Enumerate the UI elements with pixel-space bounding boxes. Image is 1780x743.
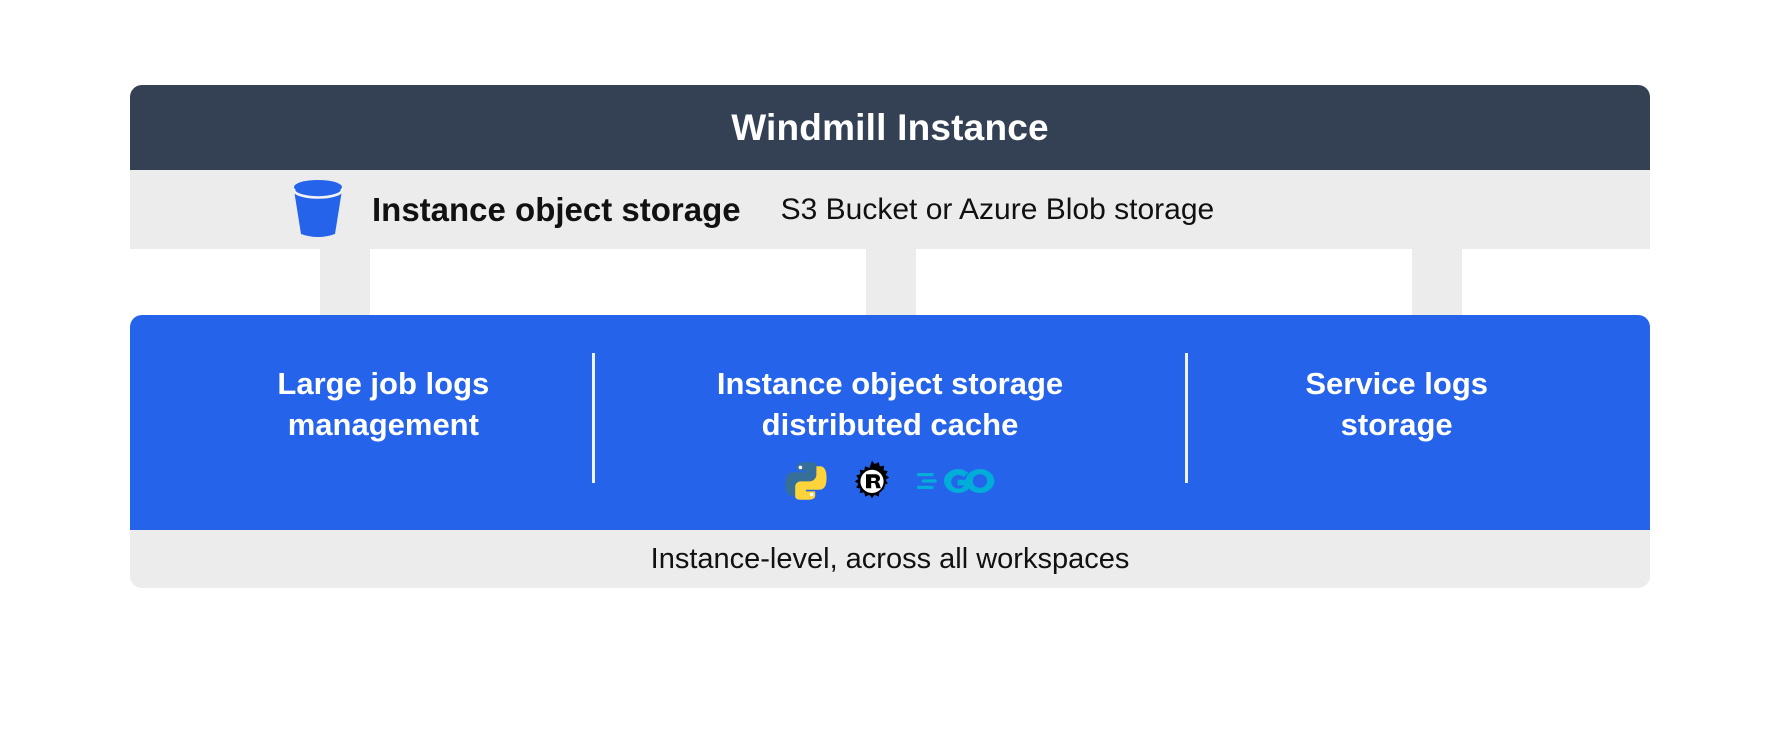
instance-object-storage-label: Instance object storage <box>372 190 741 228</box>
go-logo-icon <box>916 469 995 494</box>
feature-column-large-job-logs: Large job logs management <box>130 315 637 530</box>
feature-label-large-job-logs: Large job logs management <box>277 366 490 443</box>
instance-object-storage-row: Instance object storage S3 Bucket or Azu… <box>130 170 1650 249</box>
scope-label: Instance-level, across all workspaces <box>650 542 1130 575</box>
rust-logo-icon <box>854 461 890 499</box>
feature-label-service-logs: Service logs storage <box>1305 366 1488 443</box>
storage-backend-label: S3 Bucket or Azure Blob storage <box>780 192 1215 226</box>
scope-footer-bar: Instance-level, across all workspaces <box>130 530 1650 588</box>
column-divider-1 <box>592 353 595 483</box>
feature-column-distributed-cache: Instance object storage distributed cach… <box>637 315 1144 530</box>
s3-bucket-icon <box>292 179 344 237</box>
instance-header-bar: Windmill Instance <box>130 85 1650 170</box>
supported-languages <box>784 459 996 503</box>
instance-features-panel: Large job logs management Instance objec… <box>130 315 1650 530</box>
column-divider-2 <box>1185 353 1188 483</box>
feature-label-distributed-cache: Instance object storage distributed cach… <box>716 366 1064 443</box>
instance-title: Windmill Instance <box>731 106 1049 148</box>
feature-column-service-logs: Service logs storage <box>1143 315 1650 530</box>
python-logo-icon <box>785 462 827 501</box>
architecture-diagram: Windmill Instance Instance object storag… <box>130 85 1650 660</box>
